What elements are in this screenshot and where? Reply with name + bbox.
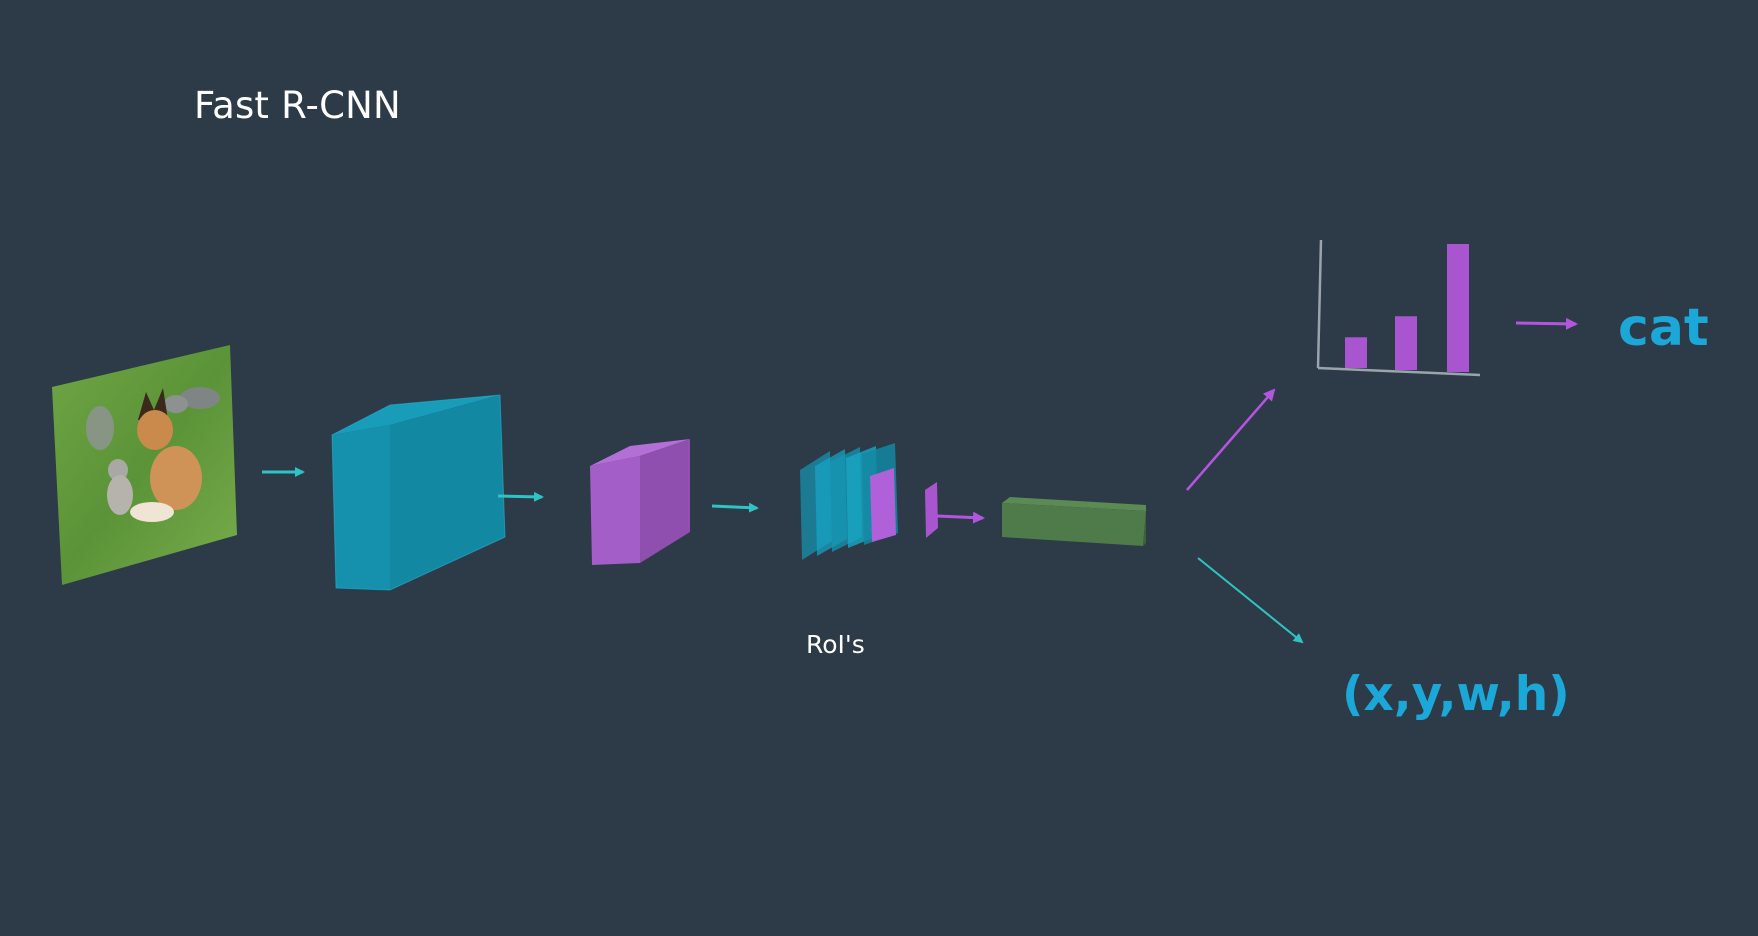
class-score-chart: [1316, 239, 1481, 377]
roi-pooling-slice: [925, 482, 938, 538]
arrow-conv-to-feature: [497, 491, 544, 502]
arrow-fc-to-classifier: [1186, 388, 1276, 491]
class-score-bar-1: [1345, 337, 1367, 368]
feature-map-block: [590, 439, 690, 565]
rois-label: RoI's: [806, 630, 865, 659]
class-score-bar-2: [1395, 316, 1417, 370]
chart-y-axis: [1316, 239, 1323, 369]
bbox-output-label: (x,y,w,h): [1342, 667, 1570, 722]
input-image: [52, 345, 237, 585]
class-output-label: cat: [1618, 298, 1709, 358]
diagram-title: Fast R-CNN: [194, 84, 401, 127]
arrow-chart-to-class: [1515, 317, 1578, 330]
roi-stack: [800, 443, 898, 560]
class-score-bar-3: [1447, 244, 1469, 372]
chart-x-axis: [1317, 366, 1481, 377]
fc-layer-block: [1002, 497, 1146, 546]
conv-layer-block: [331, 394, 506, 591]
arrow-feature-to-rois: [711, 502, 759, 513]
arrow-pooling-to-fc: [936, 511, 985, 524]
arrow-fc-to-regressor: [1197, 557, 1304, 644]
